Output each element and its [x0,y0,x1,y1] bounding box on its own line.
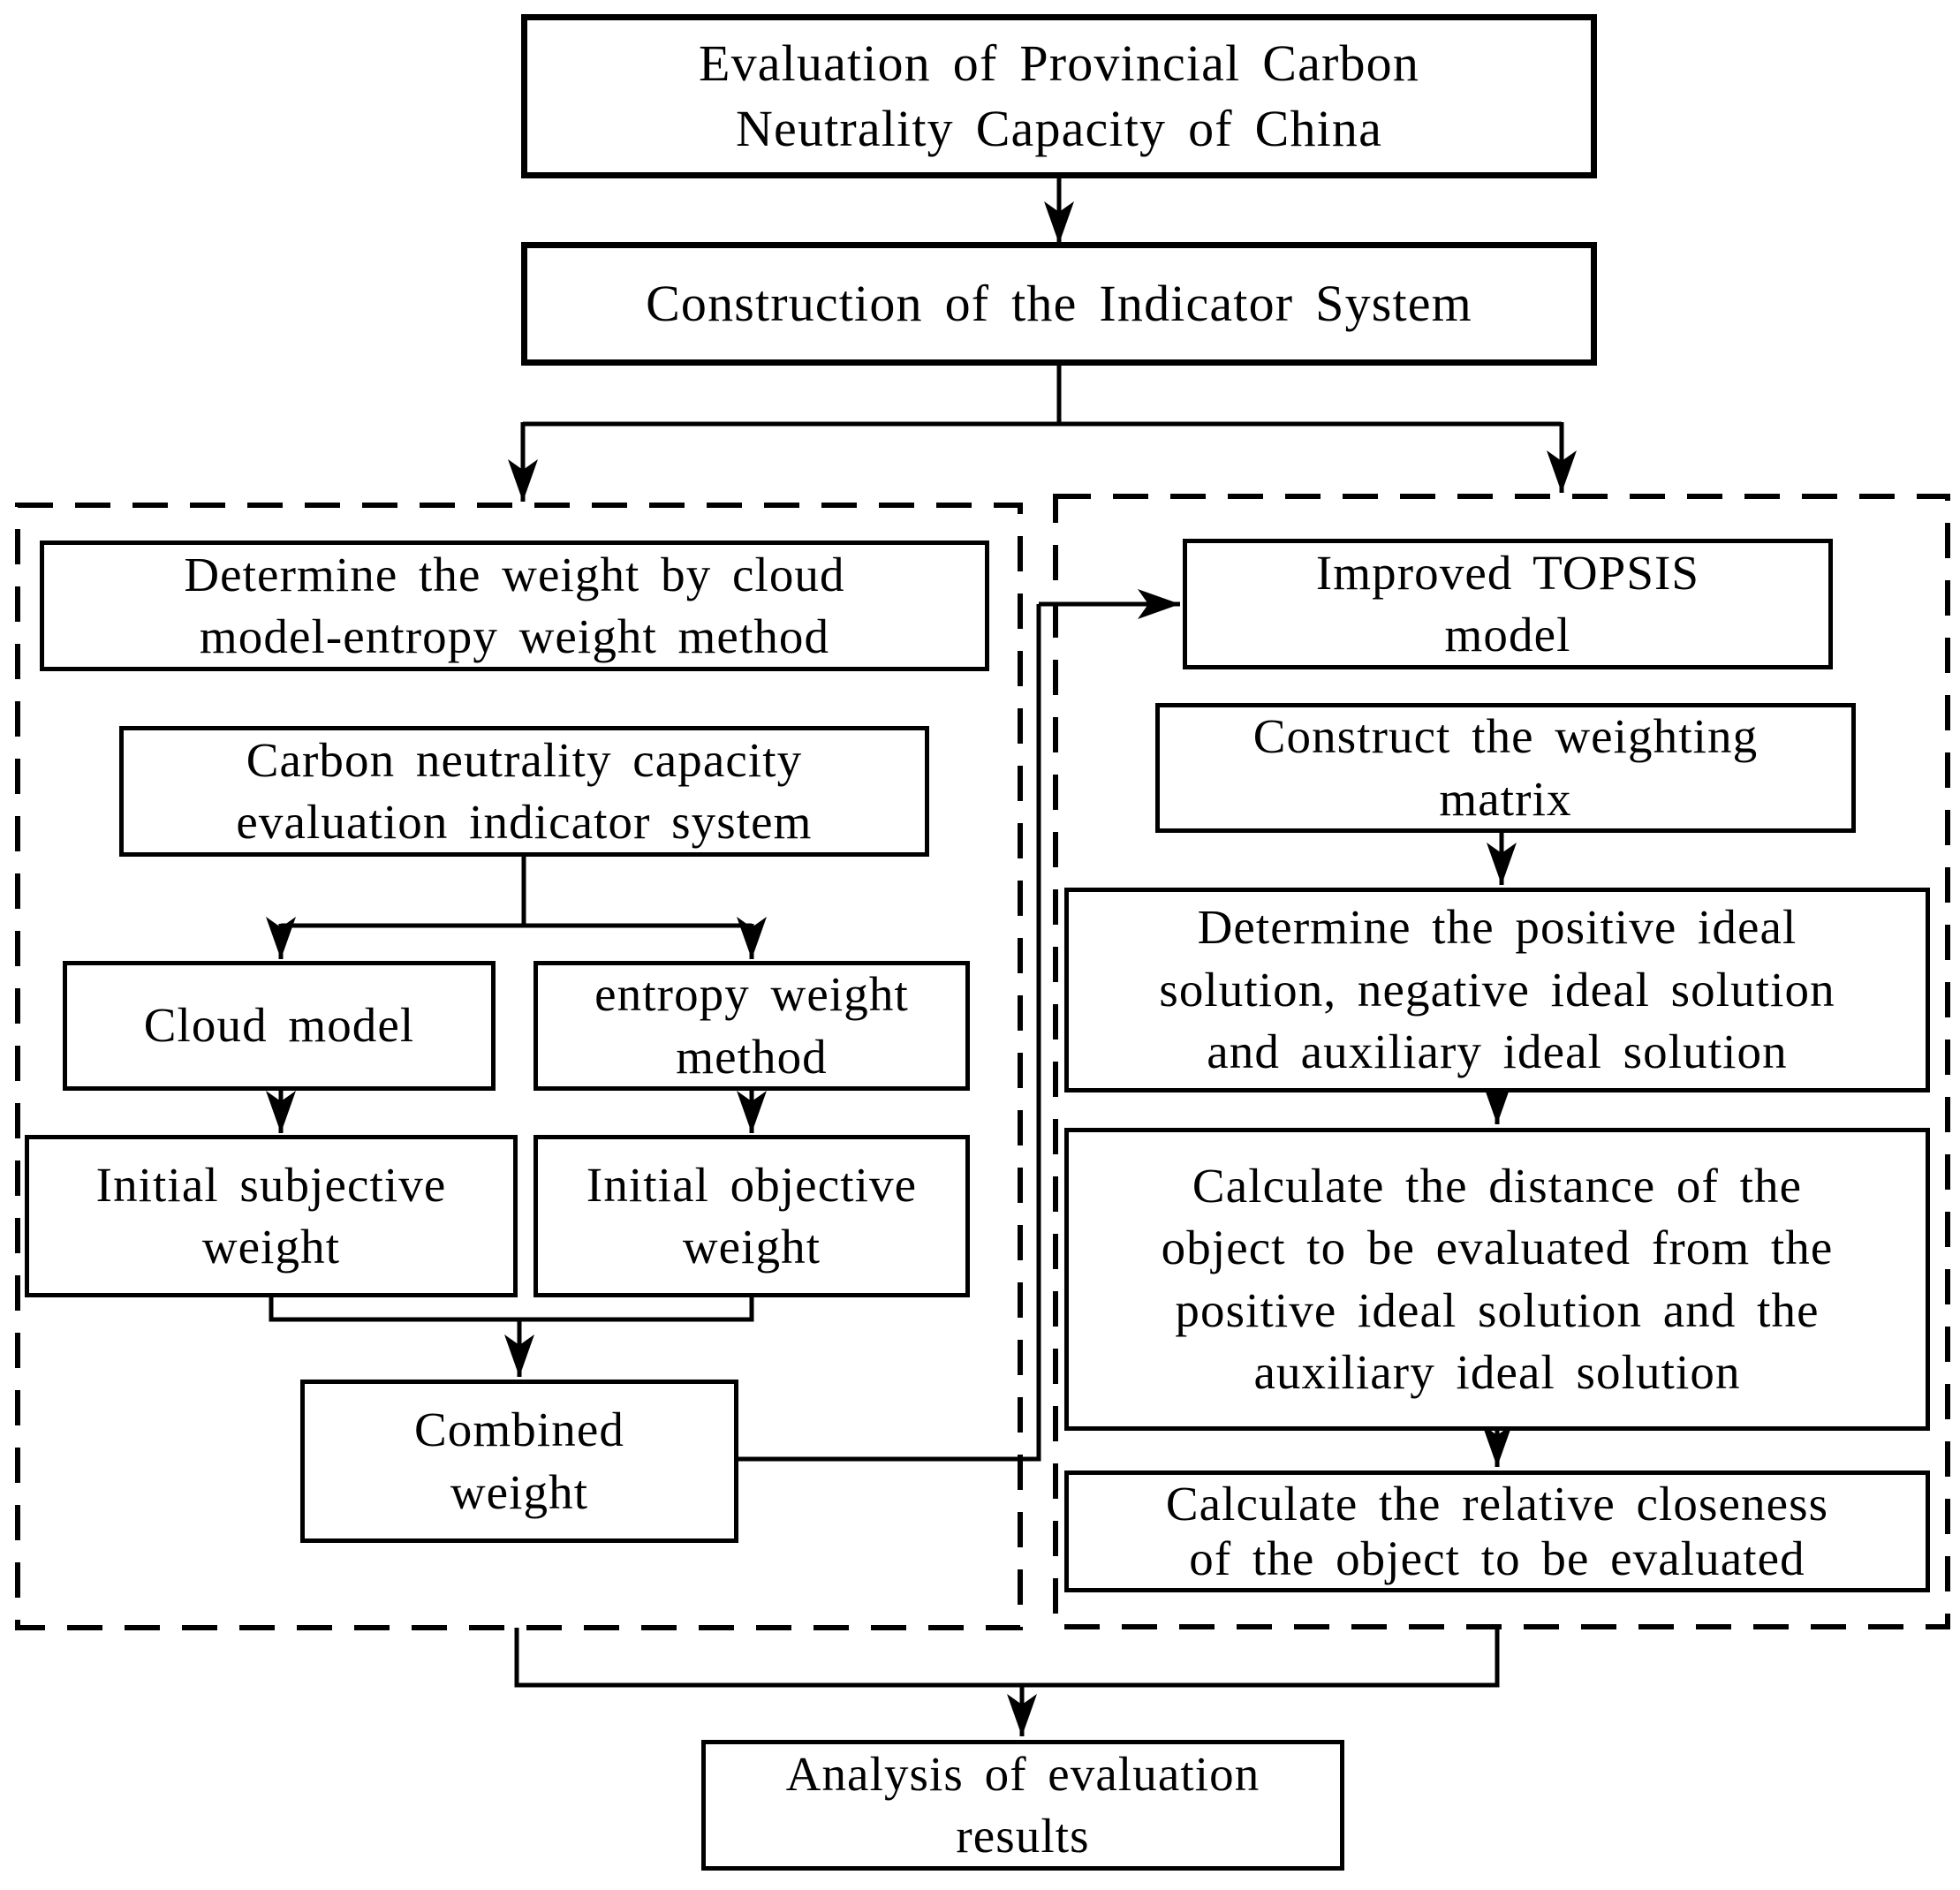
box-line: evaluation indicator system [236,795,813,849]
box-line: Calculate the distance of the [1192,1158,1803,1213]
box-line: model [1444,608,1571,662]
box-line: Cloud model [143,998,415,1053]
relative-closeness-box: Calculate the relative closeness of the … [1064,1470,1930,1592]
initial-subjective-weight-box: Initial subjective weight [25,1135,518,1297]
indicator-system-box: Carbon neutrality capacity evaluation in… [119,726,929,857]
evaluation-title-box: Evaluation of Provincial Carbon Neutrali… [521,14,1597,178]
box-line: method [676,1029,828,1084]
box-line: Initial objective [586,1157,918,1212]
ideal-solutions-box: Determine the positive ideal solution, n… [1064,888,1930,1092]
box-line: Analysis of evaluation [785,1746,1260,1801]
indicator-system-construction-box: Construction of the Indicator System [521,242,1597,366]
box-line: and auxiliary ideal solution [1207,1024,1788,1079]
box-line: weight [201,1220,341,1274]
topsis-dashed-container [1053,494,1950,1629]
initial-objective-weight-box: Initial objective weight [534,1135,970,1297]
box-line: Calculate the relative closeness [1165,1477,1829,1531]
box-line: Construction of the Indicator System [646,274,1472,332]
box-line: model-entropy weight method [199,609,830,663]
box-line: entropy weight [594,967,909,1022]
box-line: Determine the positive ideal [1197,900,1797,955]
box-line: Evaluation of Provincial Carbon [698,34,1419,92]
improved-topsis-model-box: Improved TOPSIS model [1183,539,1833,669]
analysis-results-box: Analysis of evaluation results [701,1740,1344,1871]
box-line: Improved TOPSIS [1315,545,1700,600]
box-line: matrix [1439,771,1572,826]
box-line: auxiliary ideal solution [1253,1344,1741,1399]
cloud-model-box: Cloud model [63,961,496,1091]
flow-arrows [266,178,1578,1736]
box-line: Initial subjective [95,1157,447,1212]
box-line: Construct the weighting [1252,709,1759,764]
box-line: weight [450,1464,589,1519]
box-line: Determine the weight by cloud [184,547,845,601]
box-line: positive ideal solution and the [1175,1282,1820,1337]
box-line: object to be evaluated from the [1161,1221,1834,1275]
box-line: solution, negative ideal solution [1159,962,1835,1017]
weight-method-header-box: Determine the weight by cloud model-entr… [40,541,989,671]
weighting-matrix-box: Construct the weighting matrix [1155,703,1856,833]
box-line: of the object to be evaluated [1189,1531,1805,1585]
dashed-containers [15,494,1950,1630]
combined-weight-box: Combined weight [300,1380,738,1543]
box-line: weight [682,1220,821,1274]
cloud-entropy-dashed-container [15,503,1023,1630]
box-line: results [956,1809,1090,1863]
entropy-weight-method-box: entropy weight method [534,961,970,1091]
box-line: Carbon neutrality capacity [246,732,803,787]
box-line: Neutrality Capacity of China [736,100,1382,157]
box-line: Combined [414,1402,624,1457]
distance-calculation-box: Calculate the distance of the object to … [1064,1128,1930,1431]
